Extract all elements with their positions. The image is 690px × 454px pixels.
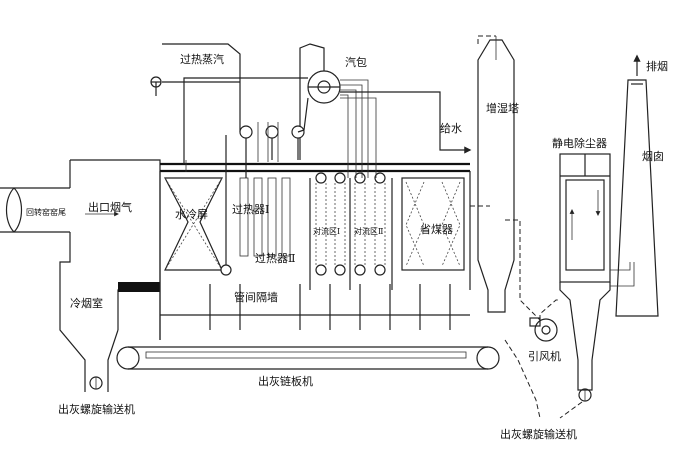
humidifying-tower xyxy=(470,35,541,321)
label-cold-flue-chamber: 冷烟室 xyxy=(70,296,103,310)
convection-zone-tubes xyxy=(309,172,393,290)
label-feed-water: 给水 xyxy=(440,122,462,135)
label-humidifying-tower: 增湿塔 xyxy=(486,101,519,115)
label-water-cooled-screen: 水冷屏 xyxy=(175,208,208,221)
label-economizer: 省煤器 xyxy=(420,223,453,236)
label-convection-zone-2: 对流区Ⅱ xyxy=(354,226,383,236)
ash-chain-conveyor xyxy=(116,346,500,370)
label-superheater-1: 过热器Ⅰ xyxy=(232,203,269,216)
kiln-inlet-duct xyxy=(0,187,119,233)
water-cooled-screen xyxy=(164,177,223,271)
economizer xyxy=(401,177,465,271)
label-electrostatic-precipitator: 静电除尘器 xyxy=(552,136,607,150)
label-ash-screw-conveyor-right: 出灰螺旋输送机 xyxy=(500,427,577,441)
label-partition-wall: 管间隔墙 xyxy=(234,290,278,304)
label-superheated-steam: 过热蒸汽 xyxy=(180,52,224,66)
label-outlet-flue-gas: 出口烟气 xyxy=(88,200,132,214)
label-steam-drum: 汽包 xyxy=(345,55,367,69)
label-chimney: 烟囱 xyxy=(642,149,664,163)
superheater-tubes xyxy=(220,135,291,276)
ash-return-lines xyxy=(504,339,583,419)
chimney xyxy=(610,54,659,317)
induced-draft-fan xyxy=(529,299,560,342)
label-exhaust: 排烟 xyxy=(646,59,668,73)
label-ash-screw-conveyor-left: 出灰螺旋输送机 xyxy=(58,402,135,416)
electrostatic-precipitator xyxy=(559,153,631,402)
label-convection-zone-1: 对流区Ⅰ xyxy=(313,226,340,236)
cold-flue-chamber xyxy=(59,159,161,392)
label-induced-draft-fan: 引风机 xyxy=(528,349,561,363)
label-superheater-2: 过热器Ⅱ xyxy=(255,252,295,265)
label-rotary-kiln-tail: 回转窑窑尾 xyxy=(26,207,66,217)
partition-wall-and-hoppers xyxy=(209,284,451,330)
label-ash-chain-conveyor: 出灰链板机 xyxy=(258,374,313,388)
boiler-casing xyxy=(159,160,471,340)
superheated-steam-piping xyxy=(150,43,325,178)
